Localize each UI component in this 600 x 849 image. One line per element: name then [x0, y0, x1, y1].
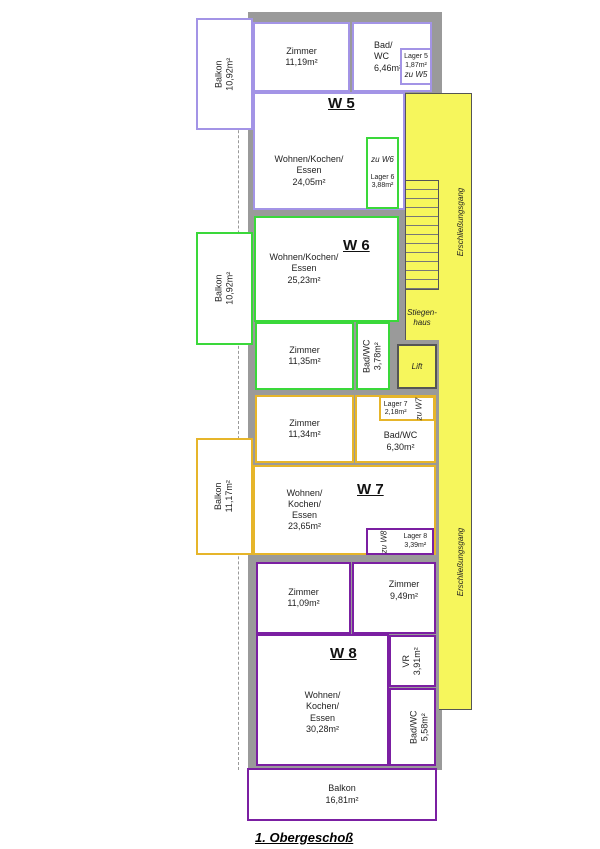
staircase: [405, 180, 439, 290]
corridor-label-lower: Erschließungsgang: [456, 527, 465, 597]
balcony-line: [238, 40, 239, 770]
lift-label: Lift: [411, 361, 423, 371]
w5-label: W 5: [328, 95, 355, 112]
w7-label: W 7: [357, 481, 384, 498]
corridor-label-upper: Erschließungsgang: [456, 187, 465, 257]
floor-title: 1. Obergeschoß: [255, 830, 354, 845]
lift: Lift: [397, 344, 437, 389]
w8-label: W 8: [330, 645, 357, 662]
stairwell-label: Stiegen- haus: [407, 308, 437, 327]
w6-label: W 6: [343, 237, 370, 254]
